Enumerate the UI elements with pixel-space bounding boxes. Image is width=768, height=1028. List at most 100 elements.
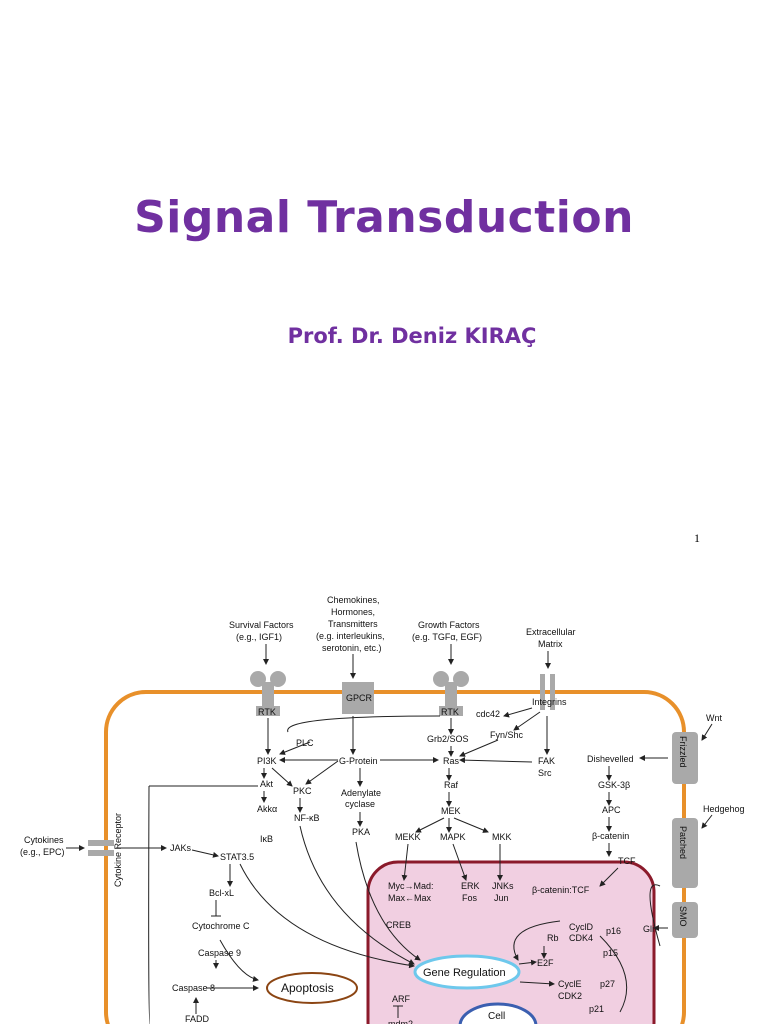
node-bclxl: Bcl-xL xyxy=(209,888,234,898)
gene-regulation-node xyxy=(413,954,521,990)
node-mkk: MKK xyxy=(492,832,512,842)
node-ikb: IκB xyxy=(260,834,273,844)
chemokines-label-4: (e.g. interleukins, xyxy=(316,631,385,641)
node-fyn: Fyn/Shc xyxy=(490,730,524,740)
ecm-label-1: Extracellular xyxy=(526,627,576,637)
node-tcf: TCF xyxy=(618,856,636,866)
signal-transduction-diagram: RTK GPCR RTK Integrins Cytokine Receptor… xyxy=(0,556,768,1028)
node-akk: Akkα xyxy=(257,804,277,814)
pathway-svg: RTK GPCR RTK Integrins Cytokine Receptor… xyxy=(20,595,745,1028)
curved-connectors xyxy=(148,715,661,1025)
node-cycld: CyclD xyxy=(569,922,593,932)
chemokines-label-2: Hormones, xyxy=(331,607,375,617)
node-apc: APC xyxy=(602,805,621,815)
node-mdm2: mdm2 xyxy=(388,1019,413,1024)
node-mapk: MAPK xyxy=(440,832,466,842)
node-mek: MEK xyxy=(441,806,461,816)
node-fak: FAK xyxy=(538,756,555,766)
node-jaks: JAKs xyxy=(170,843,192,853)
node-e2f: E2F xyxy=(537,958,554,968)
node-raf: Raf xyxy=(444,780,459,790)
node-grb2: Grb2/SOS xyxy=(427,734,469,744)
rtk-left-receptor xyxy=(250,671,286,716)
apoptosis-node xyxy=(266,972,358,1004)
node-akt: Akt xyxy=(260,779,274,789)
cytokines-label-2: (e.g., EPC) xyxy=(20,847,65,857)
node-cdk4: CDK4 xyxy=(569,933,593,943)
node-rb: Rb xyxy=(547,933,559,943)
node-caspase9: Caspase 9 xyxy=(198,948,241,958)
node-jun: Jun xyxy=(494,893,509,903)
node-stat: STAT3.5 xyxy=(220,852,254,862)
node-p15: p15 xyxy=(603,948,618,958)
node-dishevelled: Dishevelled xyxy=(587,754,634,764)
node-src: Src xyxy=(538,768,552,778)
hedgehog-label: Hedgehog xyxy=(703,804,745,814)
rtk-right-receptor xyxy=(433,671,469,716)
frizzled-receptor xyxy=(672,732,698,784)
growth-factors-label-2: (e.g. TGFα, EGF) xyxy=(412,632,482,642)
node-fos: Fos xyxy=(462,893,478,903)
gpcr-receptor xyxy=(342,682,374,714)
node-cdk2: CDK2 xyxy=(558,991,582,1001)
cytokines-label-1: Cytokines xyxy=(24,835,64,845)
node-erk: ERK xyxy=(461,881,480,891)
integrins-label: Integrins xyxy=(532,697,567,707)
node-caspase8: Caspase 8 xyxy=(172,983,215,993)
gene-regulation-label: Gene Regulation xyxy=(423,967,506,979)
node-creb: CREB xyxy=(386,920,411,930)
node-arf: ARF xyxy=(392,994,411,1004)
node-adenylate-2: cyclase xyxy=(345,799,375,809)
node-nfkb: NF-κB xyxy=(294,813,320,823)
ecm-label-2: Matrix xyxy=(538,639,563,649)
node-mekk: MEKK xyxy=(395,832,421,842)
input-arrows xyxy=(66,644,713,851)
node-p21: p21 xyxy=(589,1004,604,1014)
smo-receptor xyxy=(672,902,698,938)
chemokines-label-3: Transmitters xyxy=(328,619,378,629)
node-pi3k: PI3K xyxy=(257,756,277,766)
gpcr-label: GPCR xyxy=(346,693,373,703)
growth-factors-label-1: Growth Factors xyxy=(418,620,480,630)
node-ras: Ras xyxy=(443,756,460,766)
node-p27: p27 xyxy=(600,979,615,989)
node-gli: Gli xyxy=(643,924,654,934)
rtk-right-label: RTK xyxy=(441,707,459,717)
node-jnks: JNKs xyxy=(492,881,514,891)
frizzled-label: Frizzled xyxy=(678,736,688,768)
node-bcatenin-tcf: β-catenin:TCF xyxy=(532,885,590,895)
node-pka: PKA xyxy=(352,827,370,837)
cytokine-receptor xyxy=(88,840,114,856)
pathway-arrows xyxy=(116,707,668,1014)
rtk-left-label: RTK xyxy=(258,707,276,717)
node-g-protein: G-Protein xyxy=(339,756,378,766)
node-p16: p16 xyxy=(606,926,621,936)
survival-factors-label-1: Survival Factors xyxy=(229,620,294,630)
node-adenylate-1: Adenylate xyxy=(341,788,381,798)
node-cycle: CyclE xyxy=(558,979,582,989)
node-pkc: PKC xyxy=(293,786,312,796)
node-fadd: FADD xyxy=(185,1014,210,1024)
node-cytochrome: Cytochrome C xyxy=(192,921,250,931)
survival-factors-label-2: (e.g., IGF1) xyxy=(236,632,282,642)
node-bcatenin: β-catenin xyxy=(592,831,629,841)
patched-label: Patched xyxy=(678,826,688,859)
smo-label: SMO xyxy=(678,906,688,927)
wnt-label: Wnt xyxy=(706,713,723,723)
node-myc-mad: Myc→Mad: xyxy=(388,881,434,891)
chemokines-label-5: serotonin, etc.) xyxy=(322,643,382,653)
node-max-max: Max←Max xyxy=(388,893,432,903)
inhibition-marks xyxy=(211,900,403,1018)
cytokine-receptor-label: Cytokine Receptor xyxy=(113,813,123,887)
integrins-receptor xyxy=(540,674,555,710)
node-plc: PLC xyxy=(296,738,314,748)
slide-title: Signal Transduction xyxy=(134,192,634,243)
slide-author: Prof. Dr. Deniz KIRAÇ xyxy=(287,324,537,348)
chemokines-label-1: Chemokines, xyxy=(327,595,380,605)
cell-label: Cell xyxy=(488,1011,505,1022)
page-number: 1 xyxy=(694,531,700,545)
patched-receptor xyxy=(672,818,698,888)
apoptosis-label: Apoptosis xyxy=(281,981,334,995)
title-slide: Signal Transduction Prof. Dr. Deniz KIRA… xyxy=(134,192,700,545)
node-gsk3b: GSK-3β xyxy=(598,780,630,790)
